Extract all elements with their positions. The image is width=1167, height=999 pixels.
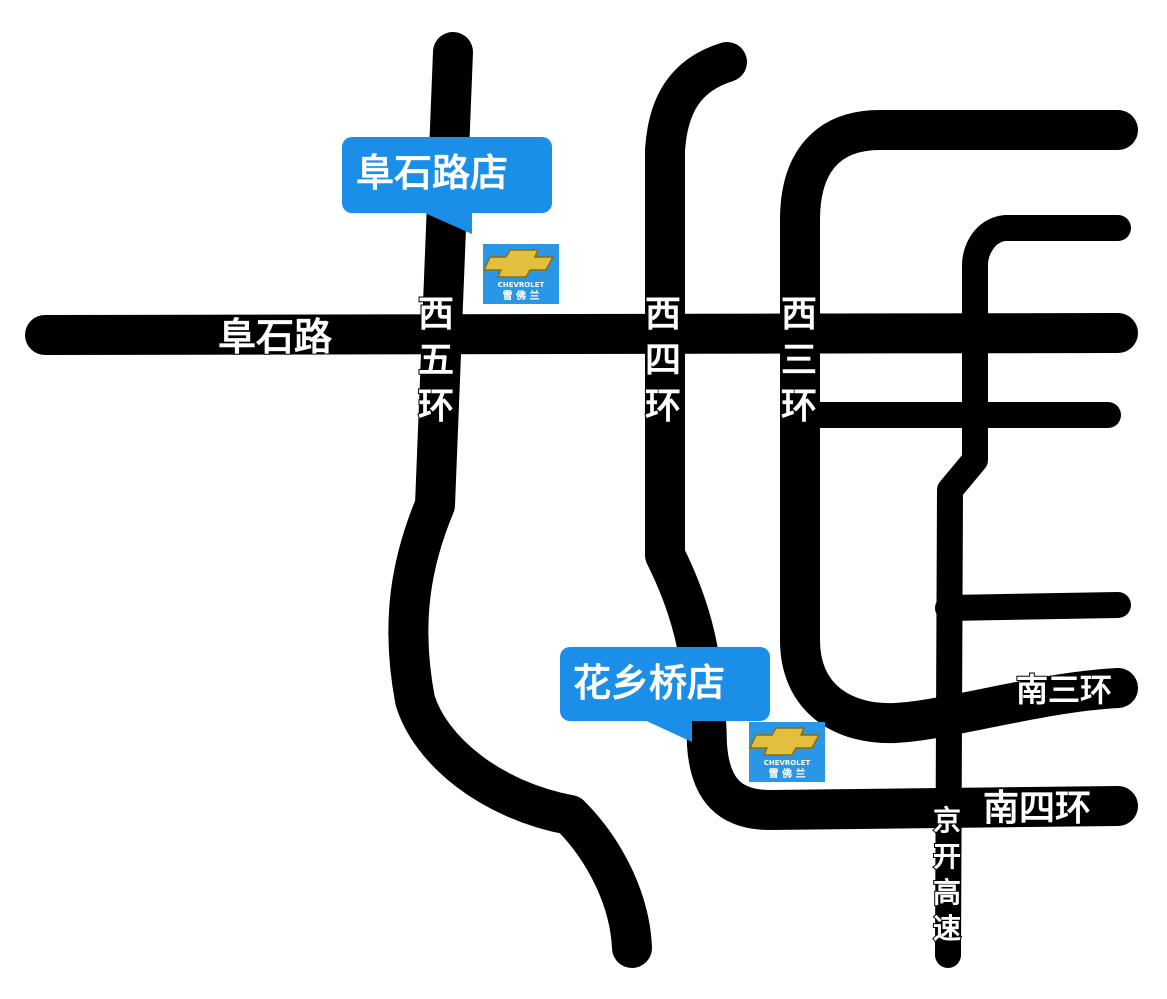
- svg-text:西: 西: [418, 294, 454, 335]
- svg-text:西: 西: [645, 294, 681, 335]
- label-west-5th-ring: 西 五 环: [417, 293, 455, 428]
- chevrolet-logo-icon: CHEVROLET 雪 佛 兰: [482, 244, 559, 304]
- svg-text:京: 京: [933, 804, 961, 837]
- road-west-5th-ring: [388, 32, 652, 968]
- label-west-3rd-ring: 西 三 环: [780, 293, 818, 428]
- store-name-fushi: 阜石路店: [356, 151, 508, 195]
- road-west-3rd-ring: [780, 110, 1138, 744]
- label-fushi-road: 阜石路: [218, 315, 333, 359]
- label-jingkai-expressway: 京 开 高 速: [932, 803, 962, 946]
- store-name-huaxiangqiao: 花乡桥店: [573, 661, 725, 705]
- label-south-3rd-ring: 南三环: [1016, 671, 1112, 709]
- road-west-4th-ring: [645, 42, 1138, 830]
- svg-text:环: 环: [418, 386, 454, 427]
- svg-text:环: 环: [645, 386, 681, 427]
- road-fushi-road: [25, 313, 1138, 355]
- road-branch-top: [935, 215, 1131, 968]
- svg-text:环: 环: [781, 386, 817, 427]
- callout-huaxiangqiao: 花乡桥店: [560, 647, 770, 742]
- svg-text:CHEVROLET: CHEVROLET: [764, 759, 811, 767]
- svg-text:速: 速: [933, 912, 961, 945]
- road-network: [25, 32, 1138, 968]
- svg-text:西: 西: [781, 294, 817, 335]
- road-labels: 阜石路 西 五 环 西 四 环 西 三 环 南三环 南四环 京 开 高 速: [217, 293, 1113, 946]
- label-south-4th-ring: 南四环: [983, 788, 1091, 829]
- svg-text:三: 三: [781, 340, 817, 381]
- svg-text:开: 开: [933, 840, 961, 873]
- svg-text:四: 四: [645, 340, 681, 381]
- store-marker-huaxiangqiao[interactable]: 花乡桥店 CHEVROLET 雪 佛 兰: [560, 647, 825, 782]
- svg-text:五: 五: [418, 340, 454, 381]
- store-marker-fushi[interactable]: 阜石路店 CHEVROLET 雪 佛 兰: [342, 137, 559, 304]
- label-west-4th-ring: 西 四 环: [644, 293, 682, 428]
- svg-text:雪 佛 兰: 雪 佛 兰: [769, 767, 806, 780]
- svg-text:雪 佛 兰: 雪 佛 兰: [503, 289, 540, 302]
- callout-fushi: 阜石路店: [342, 137, 552, 234]
- svg-text:高: 高: [933, 876, 961, 909]
- chevrolet-logo-icon: CHEVROLET 雪 佛 兰: [748, 722, 825, 782]
- svg-text:CHEVROLET: CHEVROLET: [498, 281, 545, 289]
- road-branch-lower: [935, 592, 1131, 621]
